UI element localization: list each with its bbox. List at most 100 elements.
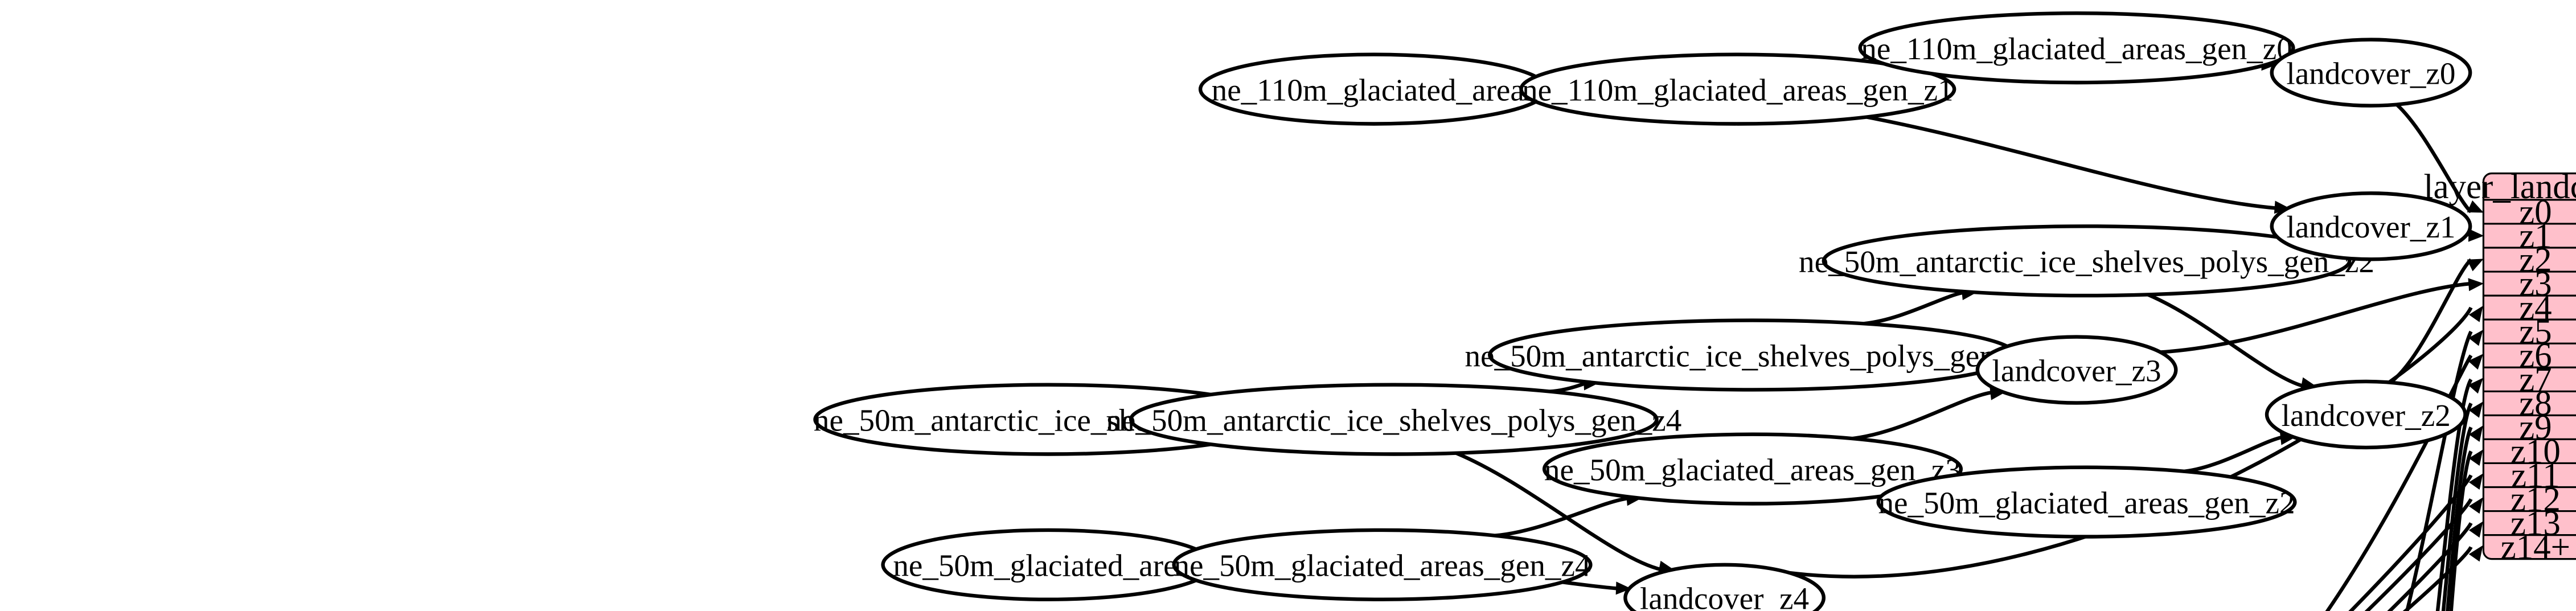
- table-row[interactable]: z0: [2519, 193, 2552, 231]
- graph-edge: [2364, 498, 2473, 611]
- table-row-label: z1: [2519, 217, 2552, 255]
- node-label: ne_110m_glaciated_areas: [1212, 73, 1537, 108]
- node-shape: [1623, 563, 1826, 611]
- graph-node[interactable]: ne_50m_antarctic_ice_shelves_polys_gen_z…: [1106, 383, 1681, 456]
- edge-arrowhead: [2468, 228, 2484, 242]
- node-shape: [1975, 335, 2178, 405]
- graph-edge: [2325, 354, 2473, 611]
- node-shape: [1519, 52, 1956, 126]
- graph-node[interactable]: ne_110m_glaciated_areas_gen_z1: [1519, 52, 1956, 126]
- graph-edge: [2395, 103, 2472, 214]
- node-shape: [2265, 379, 2467, 450]
- graph-node[interactable]: ne_110m_glaciated_areas_gen_z0: [1858, 11, 2295, 85]
- table-row[interactable]: z3: [2483, 265, 2576, 303]
- edge-arrowhead: [2468, 425, 2483, 442]
- graph-node[interactable]: ne_50m_glaciated_areas: [881, 528, 1216, 601]
- graph-edge: [2441, 402, 2473, 611]
- table-row-label: z10: [2511, 433, 2561, 471]
- graph-node[interactable]: ne_50m_antarctic_ice_shelves_polys_gen_z…: [1465, 318, 2040, 392]
- graph-node[interactable]: landcover_z3: [1975, 335, 2178, 405]
- table-row-label: z12: [2511, 481, 2561, 519]
- edge-arrowhead: [2468, 354, 2483, 370]
- node-shape: [2270, 38, 2472, 108]
- node-shape: [1876, 465, 2297, 539]
- graph-edge: [1495, 496, 1630, 538]
- graph-node[interactable]: landcover_z4: [1623, 563, 1826, 611]
- table-row-label: z13: [2511, 505, 2561, 543]
- edge-arrowhead: [2468, 330, 2483, 346]
- table-row-label: z9: [2519, 409, 2552, 447]
- graph-node[interactable]: ne_110m_glaciated_areas: [1198, 52, 1550, 126]
- table-row[interactable]: z5: [2483, 313, 2576, 351]
- table-row[interactable]: z9: [2483, 409, 2576, 447]
- graph-edge: [2184, 435, 2284, 473]
- table-row-label: z4: [2519, 289, 2552, 327]
- edge-arrowhead: [2468, 306, 2483, 322]
- node-label: landcover_z0: [2286, 56, 2455, 91]
- node-label: landcover_z1: [2286, 210, 2455, 244]
- node-label: ne_50m_glaciated_areas_gen_z2: [1878, 486, 2295, 520]
- table-row-label: z5: [2519, 313, 2552, 351]
- edge-arrowhead: [2468, 449, 2483, 466]
- table-row[interactable]: z1: [2483, 217, 2576, 255]
- graph-node[interactable]: landcover_z0: [2270, 38, 2472, 108]
- node-label: ne_110m_glaciated_areas_gen_z1: [1522, 73, 1954, 108]
- graph-edge: [2147, 293, 2304, 388]
- node-shape: [1172, 528, 1593, 601]
- table-row[interactable]: z10: [2483, 433, 2576, 471]
- table-row-label: z11: [2511, 457, 2560, 495]
- node-label: ne_50m_glaciated_areas_gen_z4: [1174, 548, 1590, 583]
- node-label: landcover_z4: [1640, 581, 1809, 611]
- graph-edge: [2449, 450, 2473, 611]
- table-row[interactable]: z8: [2483, 385, 2576, 423]
- graph-node[interactable]: ne_50m_glaciated_areas_gen_z4: [1172, 528, 1593, 601]
- graph-edge: [2405, 330, 2473, 611]
- table-row-label: z6: [2519, 337, 2552, 375]
- node-label: ne_50m_antarctic_ice_shelves_polys_gen_z…: [1465, 338, 2040, 373]
- table-row-label: z2: [2519, 241, 2552, 279]
- table-row[interactable]: z12: [2483, 481, 2576, 519]
- node-label: ne_110m_glaciated_areas_gen_z0: [1861, 31, 2292, 66]
- table-row-label: z14+: [2501, 528, 2570, 567]
- table-row[interactable]: z6: [2483, 337, 2576, 375]
- edge-arrowhead: [1615, 581, 1631, 595]
- node-shape: [1858, 11, 2295, 85]
- graph-edge: [2446, 426, 2473, 611]
- graph-node[interactable]: ne_50m_glaciated_areas_gen_z3: [1542, 432, 1963, 506]
- table-row[interactable]: z2: [2483, 241, 2576, 279]
- edge-arrowhead: [2468, 521, 2483, 538]
- table-row[interactable]: z14+: [2483, 528, 2576, 567]
- graph-node[interactable]: ne_50m_glaciated_areas_gen_z2: [1876, 465, 2297, 539]
- table-row[interactable]: z7: [2483, 361, 2576, 399]
- edge-arrowhead: [2468, 378, 2483, 394]
- table-row-label: z3: [2519, 265, 2552, 303]
- table-row-label: z8: [2519, 385, 2552, 423]
- graph-edge: [2348, 474, 2473, 611]
- graph-node[interactable]: landcover_z2: [2265, 379, 2467, 450]
- graph-edge: [1852, 390, 1993, 441]
- table-row[interactable]: z11: [2483, 457, 2576, 495]
- edge-arrowhead: [2468, 401, 2483, 418]
- graph-edge: [1562, 580, 1619, 591]
- edge-arrowhead: [2468, 545, 2483, 562]
- node-label: ne_50m_antarctic_ice_shelves_polys_gen_z…: [1106, 403, 1681, 438]
- edge-arrowhead: [2468, 497, 2483, 514]
- node-label: ne_50m_antarctic_ice_shelves_polys_gen_z…: [1799, 244, 2374, 279]
- node-layer: imposm3osm_landcover_polygonsimplify_vw_…: [813, 11, 2576, 611]
- graph-edge: [2160, 281, 2471, 354]
- graph-node[interactable]: ne_50m_antarctic_ice_shelves_polys_gen_z…: [1799, 224, 2374, 298]
- edge-arrowhead: [2467, 259, 2484, 272]
- layer-landcover-table[interactable]: layer_landcoverz0z1z2z3z4z5z6z7z8z9z10z1…: [2424, 168, 2576, 567]
- edge-arrowhead: [2468, 473, 2483, 490]
- table-row[interactable]: z4: [2483, 289, 2576, 327]
- edge-arrowhead: [2467, 200, 2484, 213]
- node-label: landcover_z3: [1992, 354, 2161, 388]
- table-row[interactable]: z13: [2483, 505, 2576, 543]
- graph-edge: [1789, 306, 2473, 579]
- node-shape: [1542, 432, 1963, 506]
- node-shape: [2270, 191, 2472, 261]
- graph-node[interactable]: landcover_z1: [2270, 191, 2472, 261]
- node-label: ne_50m_glaciated_areas: [893, 548, 1203, 583]
